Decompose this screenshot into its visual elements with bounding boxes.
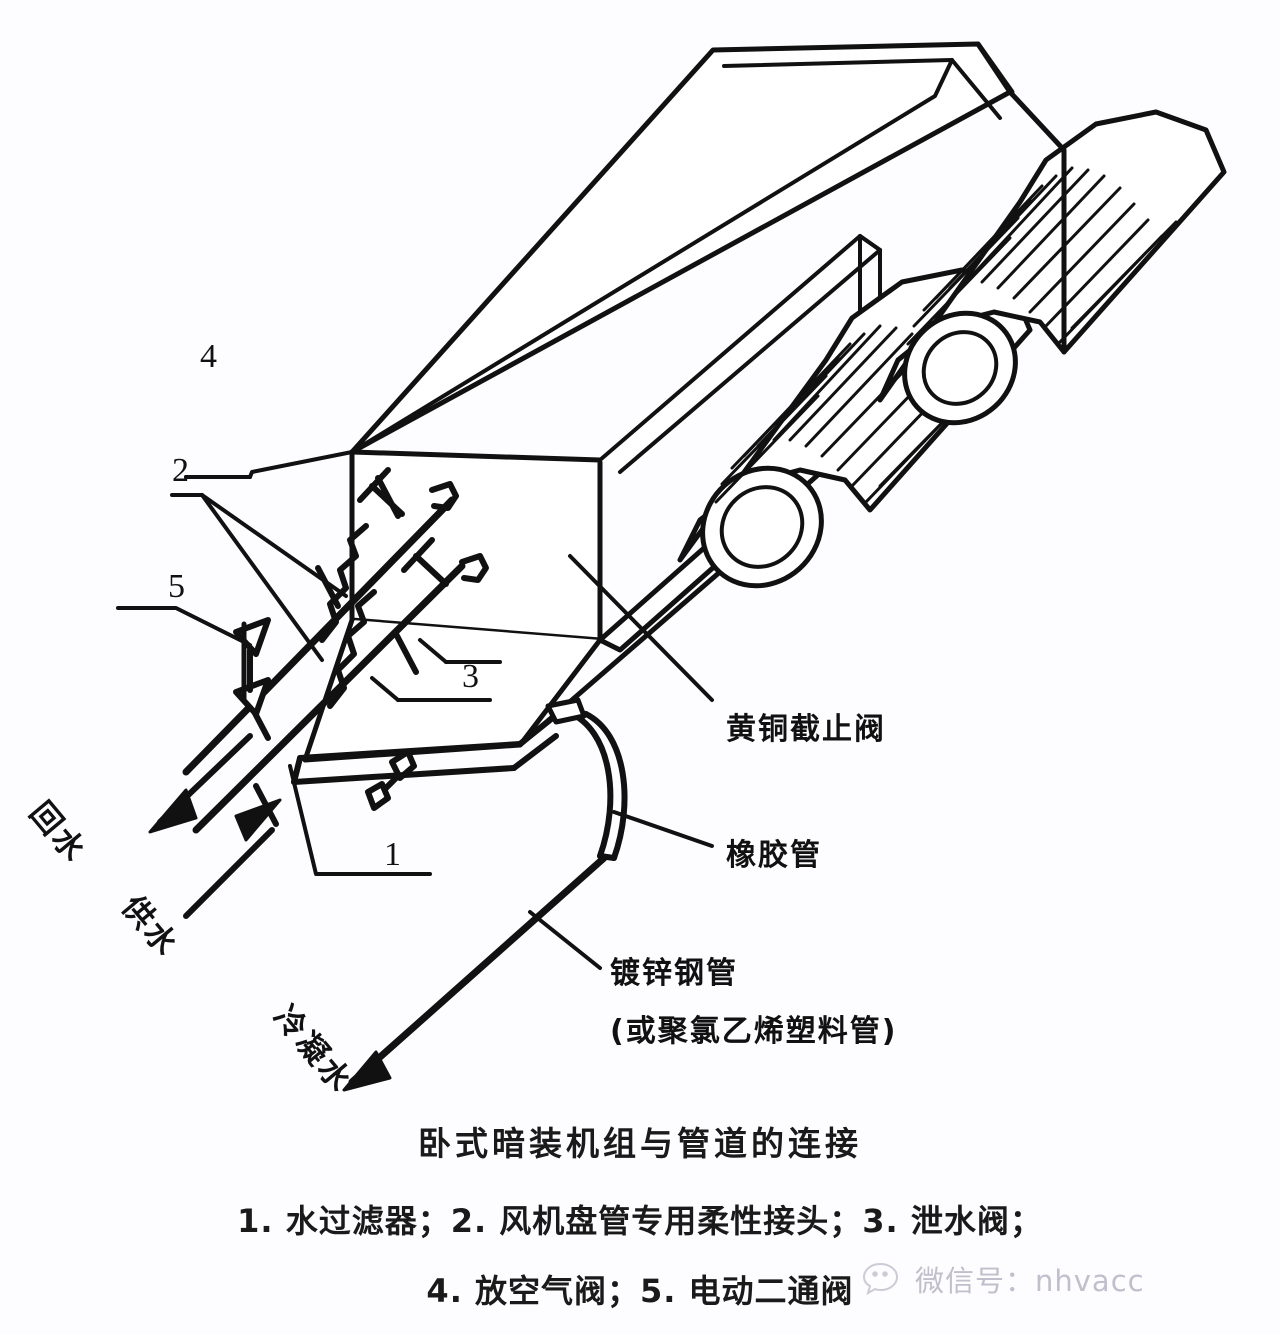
leader-line-1 xyxy=(288,764,432,876)
leader-line-4 xyxy=(184,450,354,479)
leader-line-2 xyxy=(170,493,348,662)
unit-casing xyxy=(302,41,1015,763)
leader-line-3 xyxy=(370,638,502,702)
callout-number-5: 5 xyxy=(168,568,185,605)
figure-title: 卧式暗装机组与管道的连接 xyxy=(418,1124,862,1163)
wechat-icon xyxy=(862,1262,899,1296)
callout-number-1: 1 xyxy=(384,836,401,873)
annotation-rubber-hose: 橡胶管 xyxy=(726,838,822,873)
callout-number-4: 4 xyxy=(200,338,217,375)
flexible-connector-upper xyxy=(319,523,369,643)
callout-number-3: 3 xyxy=(462,658,479,695)
annotation-brass-stop-valve: 黄铜截止阀 xyxy=(726,712,886,747)
leader-galvanized-pipe xyxy=(528,910,602,970)
callout-number-2: 2 xyxy=(172,452,189,489)
rubber-hose xyxy=(545,697,628,861)
blower-drum-rear xyxy=(877,109,1227,426)
return-water-arrow xyxy=(148,733,253,834)
leader-brass-stop-valve xyxy=(568,554,714,702)
watermark-text: 微信号：nhvacc xyxy=(915,1264,1145,1298)
figure-legend-line-2: 4. 放空气阀；5. 电动二通阀 xyxy=(426,1272,854,1310)
valve-marker-return-b xyxy=(315,565,341,609)
return-water-pipe xyxy=(182,496,456,776)
annotation-pvc-plastic-pipe: (或聚氯乙烯塑料管) xyxy=(610,1014,898,1049)
annotation-galvanized-steel-pipe: 镀锌钢管 xyxy=(610,956,738,991)
electric-two-way-valve xyxy=(233,617,271,717)
supply-water-arrow xyxy=(183,798,282,919)
water-filter xyxy=(365,749,417,811)
air-vent-valve xyxy=(357,467,459,517)
leader-line-5 xyxy=(116,606,252,647)
condensate-pipe xyxy=(342,854,608,1092)
drain-valve xyxy=(401,537,489,587)
leader-rubber-hose xyxy=(612,810,714,848)
flexible-connector-lower xyxy=(327,589,377,709)
watermark: 微信号：nhvacc xyxy=(862,1258,1145,1300)
casing-side-wall xyxy=(858,58,1067,355)
drain-valve-crossbar xyxy=(393,631,419,675)
supply-water-pipe xyxy=(192,562,466,834)
figure-legend-line-1: 1. 水过滤器；2. 风机盘管专用柔性接头；3. 泄水阀； xyxy=(237,1202,1043,1240)
